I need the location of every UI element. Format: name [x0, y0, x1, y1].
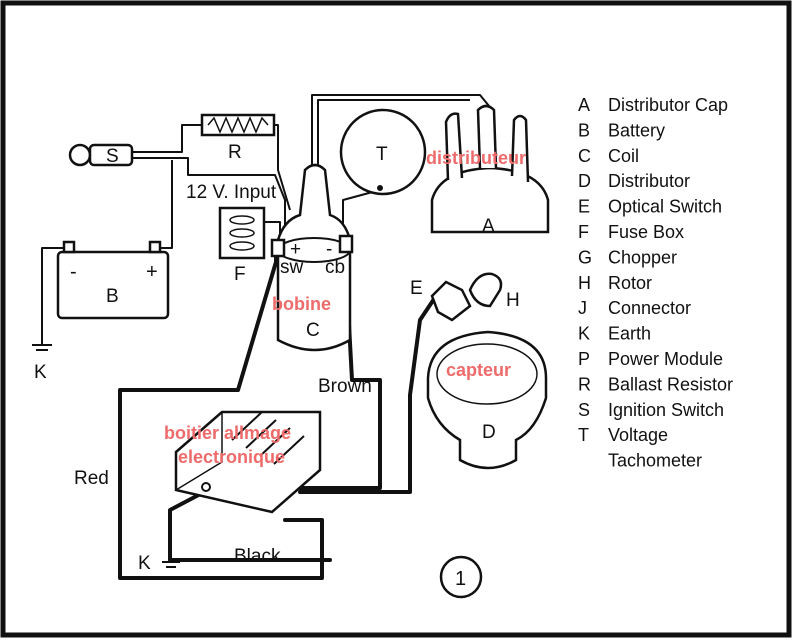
ballast-resistor	[200, 113, 276, 137]
label-t: T	[376, 144, 388, 165]
battery-wire	[158, 160, 173, 249]
ignition-switch	[68, 143, 134, 167]
distributor-cap	[430, 104, 550, 234]
legend-text: Power Module	[608, 349, 723, 369]
battery-earth-wire	[41, 247, 66, 345]
coil-plus: +	[290, 239, 301, 260]
annotation-capteur: capteur	[446, 360, 511, 380]
legend-text: Battery	[608, 120, 665, 140]
legend-text: Voltage	[608, 425, 668, 445]
legend-text: Tachometer	[608, 451, 702, 471]
label-h: H	[506, 290, 520, 311]
label-e: E	[410, 278, 423, 299]
optical-switch-wire	[298, 288, 442, 494]
annotation-distributeur: distributeur	[426, 148, 526, 168]
label-k-module: K	[138, 553, 151, 574]
legend-key: G	[578, 247, 592, 267]
label-cb: cb	[325, 257, 345, 278]
label-a: A	[482, 216, 495, 237]
legend-key: J	[578, 298, 587, 318]
black-wire	[168, 488, 332, 562]
legend-text: Connector	[608, 298, 691, 318]
legend-key: P	[578, 349, 590, 369]
legend-key: H	[578, 273, 591, 293]
legend-key: T	[578, 425, 589, 445]
legend-text: Earth	[608, 324, 651, 344]
legend-text: Optical Switch	[608, 197, 722, 217]
earth-symbol-battery	[32, 344, 52, 351]
legend-key: C	[578, 146, 591, 166]
legend-key: S	[578, 400, 590, 420]
ignition-coil	[270, 163, 354, 352]
label-k-battery: K	[34, 362, 47, 383]
annotation-boitier-line1: boitier allmage	[164, 423, 291, 443]
legend-key: R	[578, 374, 591, 394]
legend-key: D	[578, 171, 591, 191]
legend-text: Ignition Switch	[608, 400, 724, 420]
optical-switch	[430, 280, 472, 322]
label-b: B	[106, 286, 119, 307]
rotor	[468, 272, 503, 308]
label-d: D	[482, 422, 496, 443]
label-12v-input: 12 V. Input	[186, 182, 277, 203]
label-s: S	[106, 146, 119, 167]
earth-symbol-module	[162, 561, 180, 568]
annotation-bobine: bobine	[272, 294, 331, 314]
legend-key: B	[578, 120, 590, 140]
tacho-terminal	[377, 185, 383, 191]
power-module	[174, 410, 322, 514]
legend-key: E	[578, 197, 590, 217]
figure-number-circle	[439, 555, 483, 599]
legend-text: Chopper	[608, 247, 677, 267]
legend-key: K	[578, 324, 590, 344]
label-brown: Brown	[318, 376, 372, 397]
legend-key: F	[578, 222, 589, 242]
annotation-boitier-line2: electronique	[178, 447, 285, 467]
legend-text: Distributor Cap	[608, 95, 728, 115]
legend-key: A	[578, 95, 590, 115]
label-black: Black	[234, 546, 281, 567]
battery-plus: +	[146, 261, 158, 283]
voltage-tachometer	[339, 108, 427, 196]
ht-lead	[311, 94, 495, 190]
legend-text: Ballast Resistor	[608, 374, 733, 394]
legend-text: Rotor	[608, 273, 652, 293]
label-c: C	[306, 320, 320, 341]
switch-wire-top	[132, 124, 286, 240]
legend-text: Coil	[608, 146, 639, 166]
battery-minus: -	[70, 261, 77, 283]
fuse-box	[218, 206, 266, 260]
label-r: R	[228, 142, 242, 163]
label-sw: sw	[280, 257, 304, 278]
battery	[56, 240, 170, 320]
red-wire	[118, 248, 324, 580]
legend-text: Fuse Box	[608, 222, 684, 242]
label-red: Red	[74, 468, 109, 489]
label-f: F	[234, 264, 246, 285]
legend-text: Distributor	[608, 171, 690, 191]
figure-number: 1	[455, 568, 466, 590]
distributor-body	[426, 330, 548, 470]
coil-minus: -	[326, 239, 332, 260]
